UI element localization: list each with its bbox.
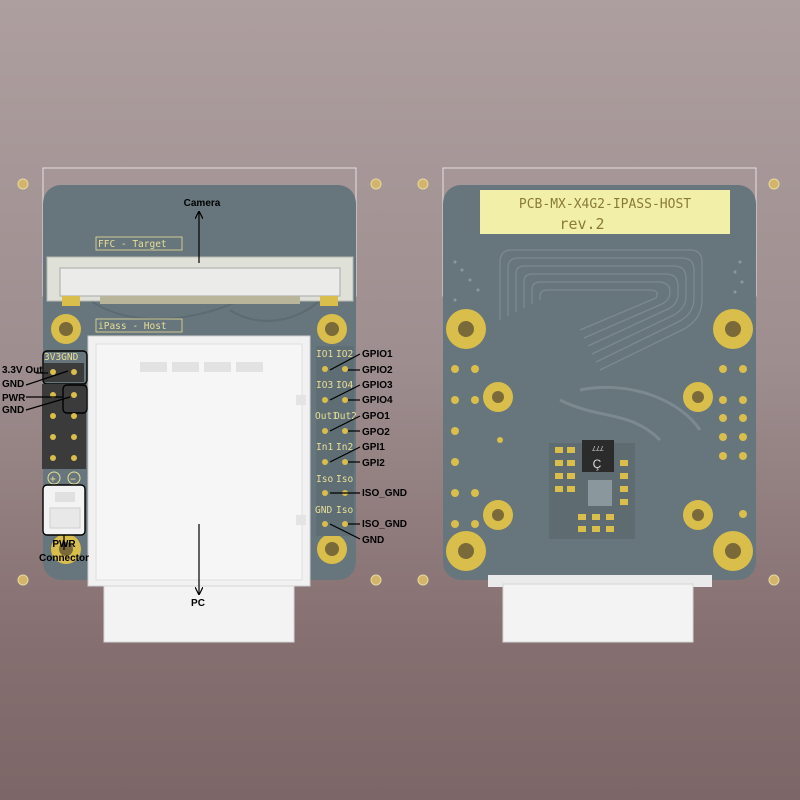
silk-ipass-host: iPass - Host — [98, 321, 167, 332]
ipass-connector — [87, 335, 311, 643]
silk-io1: IO1 — [316, 349, 333, 360]
label-pwr-connector-1: PWR — [52, 539, 76, 550]
silk-plus: + — [50, 474, 56, 485]
silk-out1: Out1 — [315, 411, 338, 422]
back-title-plate: PCB-MX-X4G2-IPASS-HOST rev.2 — [480, 190, 730, 234]
front-board: FFC - Target iPass - Host 3V3GND — [42, 167, 357, 643]
label-gpi2: GPI2 — [362, 458, 385, 469]
power-connector — [42, 484, 86, 536]
silk-iso-a: Iso — [316, 474, 333, 485]
label-gnd-b: GND — [2, 405, 24, 416]
fiducial-marks — [17, 178, 780, 586]
label-gpio1: GPIO1 — [362, 349, 393, 360]
silk-out2: Out2 — [334, 411, 357, 422]
label-camera: Camera — [184, 198, 221, 209]
label-gpio2: GPIO2 — [362, 365, 393, 376]
back-ic-area: 777 Ç — [549, 440, 635, 539]
back-ipass-connector — [488, 575, 712, 643]
silk-iso-c: Iso — [336, 505, 353, 516]
label-gpi1: GPI1 — [362, 442, 385, 453]
label-pc: PC — [191, 598, 205, 609]
silk-in1: In1 — [316, 442, 333, 453]
front-callouts — [25, 212, 361, 594]
silk-minus: − — [70, 474, 76, 485]
label-gpo1: GPO1 — [362, 411, 390, 422]
silk-io4: IO4 — [336, 380, 353, 391]
front-callout-labels: Camera PC 3.3V Out GND PWR GND PWR Conne… — [2, 198, 407, 609]
silk-io2: IO2 — [336, 349, 353, 360]
back-traces — [499, 249, 703, 442]
label-gnd-c: GND — [362, 535, 384, 546]
board-title: PCB-MX-X4G2-IPASS-HOST — [519, 197, 691, 212]
chip-logo-icon: Ç — [593, 457, 602, 471]
back-mount-holes — [446, 309, 753, 571]
label-iso-gnd-2: ISO_GND — [362, 519, 407, 530]
silk-ffc-target: FFC - Target — [98, 239, 167, 250]
silk-in2: In2 — [336, 442, 353, 453]
silk-gnd: GND — [315, 505, 332, 516]
silk-iso-b: Iso — [336, 474, 353, 485]
label-gpo2: GPO2 — [362, 427, 390, 438]
board-revision: rev.2 — [559, 215, 604, 233]
back-via-dots — [453, 260, 744, 302]
silk-3v3gnd: 3V3GND — [44, 352, 79, 363]
label-pwr-connector-2: Connector — [39, 553, 89, 564]
label-pwr: PWR — [2, 393, 26, 404]
silk-io3: IO3 — [316, 380, 333, 391]
label-iso-gnd-1: ISO_GND — [362, 488, 407, 499]
front-mount-holes — [51, 314, 347, 564]
right-pin-header: IO1 IO2 IO3 IO4 Out1 Out2 In1 In2 Iso Is… — [315, 346, 357, 536]
label-gnd-a: GND — [2, 379, 24, 390]
chip-marking: 777 — [592, 444, 604, 451]
label-3v3-out: 3.3V Out — [2, 365, 43, 376]
back-pads — [451, 365, 747, 528]
left-pin-header: 3V3GND + − — [42, 350, 88, 485]
back-board: PCB-MX-X4G2-IPASS-HOST rev.2 — [442, 167, 757, 643]
label-gpio3: GPIO3 — [362, 380, 393, 391]
ffc-connector — [46, 256, 354, 306]
label-gpio4: GPIO4 — [362, 395, 393, 406]
